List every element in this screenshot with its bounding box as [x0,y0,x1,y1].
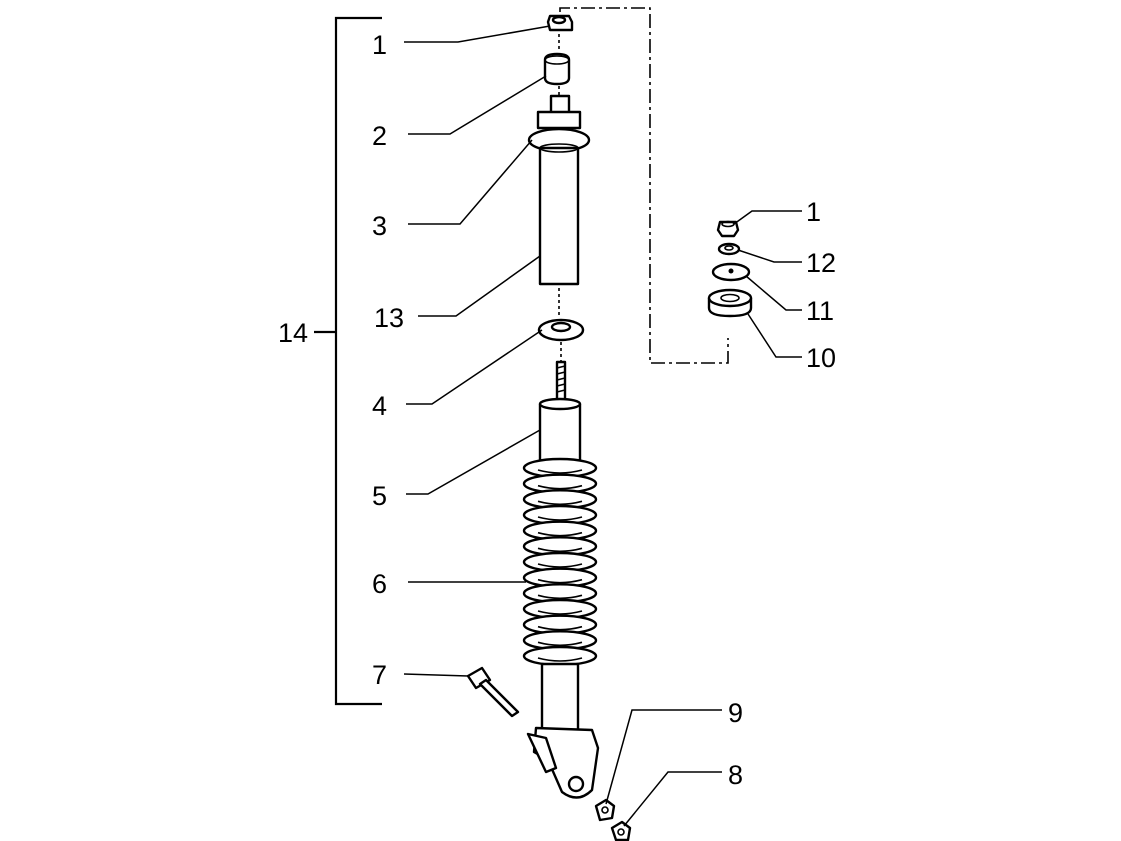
bolt [466,666,520,718]
rubber-bush [543,52,571,86]
spring-coil-inner [537,563,583,568]
spring-coil-inner [537,578,583,584]
callout-1-top-nut: 1 [372,30,387,60]
assembly-bracket [314,16,382,706]
upper-shock-body [527,94,591,286]
spring-coil-inner [537,625,583,631]
callout-8-lock-nut: 8 [728,760,743,790]
spring-coil-inner [537,531,583,537]
assembly-label-14: 14 [278,318,308,348]
spring-coil-inner [537,641,583,647]
callout-3-upper-cap: 3 [372,211,387,241]
callout-6-coil-spring: 6 [372,569,387,599]
side-small-washer [717,242,741,256]
leader-lines [403,25,802,827]
lower-nut [594,798,616,822]
callout-1-side-nut: 1 [806,197,821,227]
spring-coil-turn [522,645,598,667]
callout-4-washer: 4 [372,391,387,421]
callout-10-rubber-bush: 10 [806,343,836,373]
lower-lock-nut [610,820,632,841]
callout-11-washer: 11 [806,296,834,326]
side-washer [711,262,751,282]
spring-coil-inner [537,594,583,600]
connector-dashed-line [559,7,729,364]
washer [537,318,585,342]
spring-coil-inner [537,469,583,474]
coil-spring [522,457,598,667]
spring-coil-inner [537,484,583,490]
callout-7-bolt: 7 [372,660,387,690]
side-rubber-bush [707,288,753,318]
spring-coil-inner [537,547,583,553]
spring-coil-inner [537,657,583,662]
callout-12-small-washer: 12 [806,248,836,278]
spring-coil-inner [537,610,583,615]
callout-9-lower-nut: 9 [728,698,743,728]
spring-coil-inner [537,516,583,521]
callout-5-damper-tube: 5 [372,481,387,511]
lower-shock-body [526,662,600,799]
top-nut [546,14,574,32]
callout-13-upper-body: 13 [374,303,404,333]
callout-2-rubber-bush: 2 [372,121,387,151]
threaded-rod [555,360,567,406]
spring-coil-inner [537,500,583,506]
